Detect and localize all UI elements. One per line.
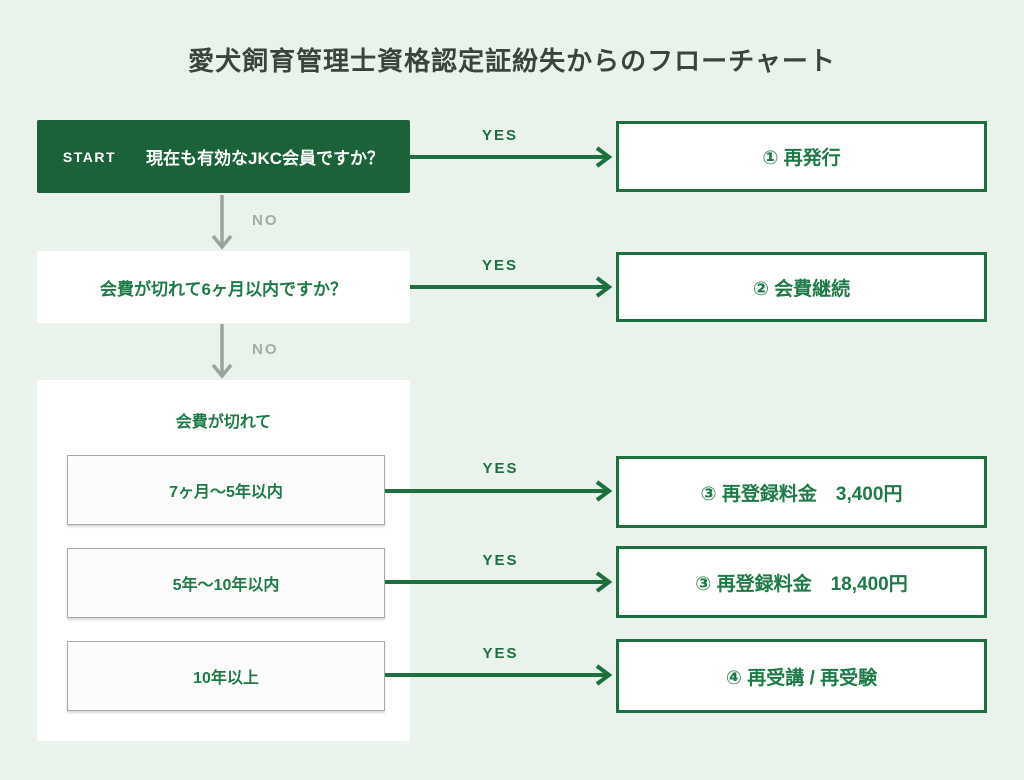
option-box-7months-5years: 7ヶ月〜5年以内 — [67, 455, 385, 525]
start-question-box: START 現在も有効なJKC会員ですか？ — [37, 120, 410, 193]
start-badge: START — [62, 148, 117, 165]
yes-arrow-icon — [385, 571, 613, 593]
no-label: NO — [252, 341, 279, 358]
page-title: 愛犬飼育管理士資格認定証紛失からのフローチャート — [188, 46, 836, 76]
result-box-reregister-18400: ③ 再登録料金 18,400円 — [616, 546, 987, 618]
yes-label: YES — [482, 645, 519, 662]
no-label: NO — [252, 212, 279, 229]
result-box-continue-membership: ② 会費継続 — [616, 252, 987, 322]
start-question-text: 現在も有効なJKC会員ですか？ — [146, 149, 385, 168]
yes-arrow-icon — [410, 276, 613, 298]
yes-label: YES — [481, 257, 518, 274]
yes-arrow-icon — [410, 146, 613, 168]
yes-label: YES — [482, 460, 519, 477]
yes-arrow-icon — [385, 664, 613, 686]
yes-label: YES — [482, 552, 519, 569]
option-box-5-10years: 5年〜10年以内 — [67, 548, 385, 618]
no-arrow-icon — [211, 324, 233, 379]
result-box-reissue: ① 再発行 — [616, 121, 987, 192]
yes-label: YES — [481, 127, 518, 144]
expired-section-header: 会費が切れて — [175, 414, 272, 431]
no-arrow-icon — [211, 195, 233, 250]
question-box-expired-6months: 会費が切れて6ヶ月以内ですか？ — [37, 251, 410, 323]
result-box-retake-course-exam: ④ 再受講 / 再受験 — [616, 639, 987, 713]
result-box-reregister-3400: ③ 再登録料金 3,400円 — [616, 456, 987, 528]
yes-arrow-icon — [385, 480, 613, 502]
option-box-over-10years: 10年以上 — [67, 641, 385, 711]
